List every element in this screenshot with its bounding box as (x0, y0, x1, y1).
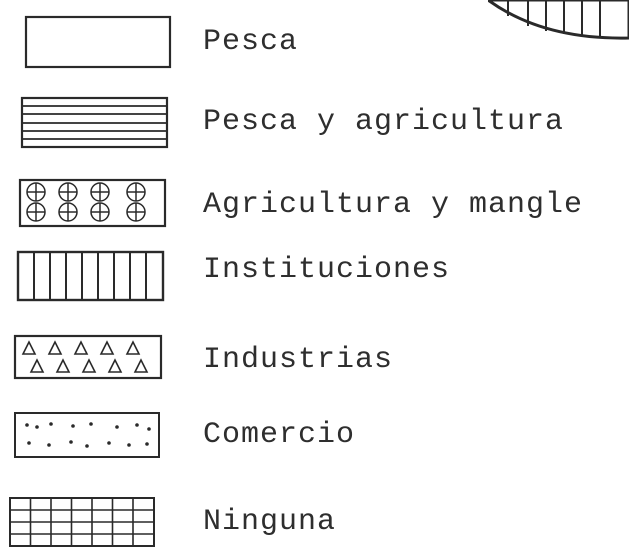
legend-label-industrias: Industrias (203, 343, 394, 377)
legend-label-pesca-y-agricultura: Pesca y agricultura (203, 105, 565, 139)
legend-label-pesca: Pesca (203, 25, 299, 59)
dot-mark (25, 423, 29, 427)
triangle-mark (81, 358, 97, 373)
legend-label-agricultura-y-mangle: Agricultura y mangle (203, 188, 584, 222)
dot-mark (107, 441, 111, 445)
dot-mark (27, 441, 31, 445)
dot-mark (71, 424, 75, 428)
triangle-mark (107, 358, 123, 373)
triangle-mark (73, 340, 89, 355)
industrias-swatch (13, 334, 163, 380)
triangle-mark (21, 340, 37, 355)
dot-mark (35, 425, 39, 429)
agricultura-y-mangle-swatch (18, 178, 167, 228)
dot-mark (135, 423, 139, 427)
legend-label-comercio: Comercio (203, 418, 356, 452)
comercio-swatch (14, 412, 160, 458)
dot-mark (85, 444, 89, 448)
dot-mark (115, 425, 119, 429)
legend-label-instituciones: Instituciones (203, 253, 451, 287)
legend-label-ninguna: Ninguna (203, 505, 337, 539)
triangle-mark (99, 340, 115, 355)
triangle-mark (125, 340, 141, 355)
dot-mark (47, 443, 51, 447)
dot-mark (145, 442, 149, 446)
dot-mark (89, 422, 93, 426)
triangle-mark (133, 358, 149, 373)
pesca-swatch (24, 15, 172, 69)
dot-mark (49, 422, 53, 426)
map-region-fragment (488, 0, 629, 40)
dot-mark (69, 440, 73, 444)
triangle-mark (55, 358, 71, 373)
dot-mark (147, 427, 151, 431)
triangle-mark (29, 358, 45, 373)
pesca-y-agricultura-swatch (20, 96, 169, 149)
dot-mark (127, 443, 131, 447)
triangle-mark (47, 340, 63, 355)
ninguna-swatch (9, 497, 155, 547)
instituciones-swatch (16, 250, 165, 302)
